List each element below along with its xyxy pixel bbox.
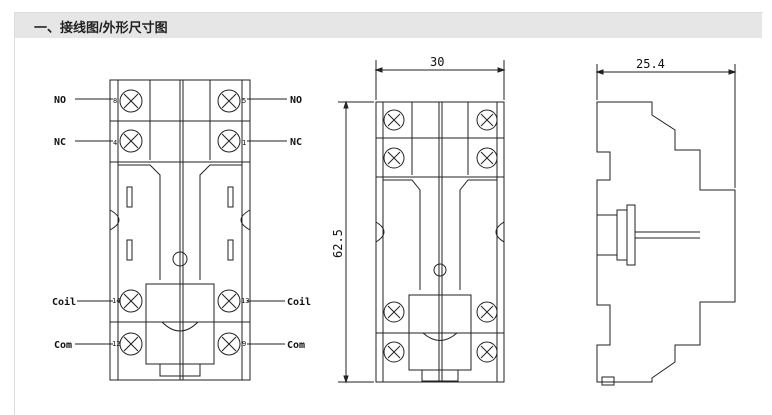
terminal-number: 8 <box>113 97 117 105</box>
dimension-depth: 25.4 <box>595 57 737 188</box>
dimension-height: 62.5 <box>331 100 374 384</box>
dimension-width: 30 <box>374 55 506 100</box>
terminal-number: 13 <box>241 297 249 305</box>
terminal-screws <box>383 109 498 363</box>
wiring-diagram: NO NC Coil Com NO NC Coil Com 8 4 14 12 … <box>52 79 311 381</box>
terminal-screws <box>119 89 241 356</box>
content-frame <box>14 12 763 415</box>
terminal-number: 5 <box>242 97 246 105</box>
terminal-number: 12 <box>112 340 120 348</box>
label-com-left: Com <box>54 340 72 351</box>
terminal-number: 9 <box>242 340 246 348</box>
dimension-width-label: 30 <box>430 55 444 69</box>
label-com-right: Com <box>287 340 305 351</box>
section-header: 一、接线图/外形尺寸图 <box>15 13 762 38</box>
label-nc-right: NC <box>290 137 302 148</box>
leader-lines <box>75 98 287 345</box>
section-title: 一、接线图/外形尺寸图 <box>34 20 168 35</box>
label-no-right: NO <box>290 95 302 106</box>
terminal-number: 4 <box>113 139 117 147</box>
label-nc-left: NC <box>54 137 66 148</box>
dimension-height-label: 62.5 <box>331 229 345 258</box>
terminal-number: 1 <box>242 139 246 147</box>
terminal-number: 14 <box>112 297 120 305</box>
label-no-left: NO <box>54 95 66 106</box>
dimension-depth-label: 25.4 <box>636 57 665 71</box>
front-view: 30 62.5 <box>331 55 506 384</box>
label-coil-right: Coil <box>287 296 311 308</box>
label-coil-left: Coil <box>52 296 76 308</box>
side-view: 25.4 <box>595 57 737 386</box>
